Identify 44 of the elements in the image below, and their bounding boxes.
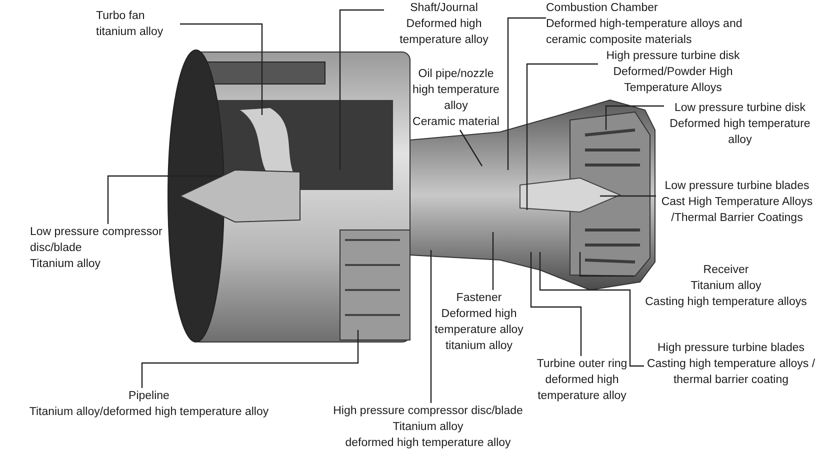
material-label: Deformed/Powder High Temperature Alloys — [612, 65, 734, 96]
leader-line — [526, 63, 598, 210]
material-label: titanium alloy — [96, 25, 164, 40]
part-name: Oil pipe/nozzle — [417, 67, 495, 82]
material-label: Casting high temperature alloys — [644, 295, 808, 310]
part-name: Combustion Chamber — [546, 1, 659, 16]
material-label: Deformed high temperature alloy — [668, 117, 812, 148]
leader-line — [141, 330, 359, 388]
leader-line — [339, 9, 384, 170]
part-name: Pipeline — [128, 389, 170, 404]
part-name: Low pressure turbine blades — [664, 179, 810, 194]
material-label: titanium alloy — [444, 339, 514, 354]
leader-line — [605, 105, 664, 130]
leader-line — [539, 252, 644, 367]
part-name: Turbine outer ring — [536, 357, 628, 372]
material-label: Titanium alloy — [690, 279, 762, 294]
part-name: High pressure turbine blades — [656, 341, 806, 356]
material-label: Deformed high-temperature alloys and ceramic composite materials — [546, 17, 744, 48]
material-label: Ceramic material — [412, 115, 500, 130]
part-name: Low pressure compressor disc/blade — [30, 225, 164, 256]
leader-line — [530, 252, 582, 356]
leader-line — [507, 17, 546, 170]
leader-line — [180, 23, 263, 115]
leader-line — [492, 232, 494, 290]
part-name: Turbo fan — [96, 9, 146, 24]
leader-line — [600, 195, 656, 197]
part-name: Fastener — [455, 291, 503, 306]
material-label: high temperature alloy — [412, 83, 500, 114]
material-label: Titanium alloy — [30, 257, 102, 272]
material-label: Deformed high temperature alloy — [398, 17, 490, 48]
part-name: High pressure turbine disk — [605, 49, 741, 64]
material-label: Cast High Temperature Alloys /Thermal Barrier Coatings — [660, 195, 814, 226]
material-label: Titanium alloy — [392, 420, 464, 435]
material-label: deformed high temperature alloy — [344, 436, 512, 451]
leader-line — [430, 250, 432, 403]
part-name: High pressure compressor disc/blade — [332, 404, 524, 419]
part-name: Shaft/Journal — [409, 1, 479, 16]
part-name: Receiver — [702, 263, 750, 278]
part-name: Low pressure turbine disk — [673, 101, 807, 116]
material-label: Casting high temperature alloys / thermal barrier coating — [646, 357, 816, 388]
material-label: Titanium alloy/deformed high temperature alloy — [28, 405, 270, 420]
leader-line — [579, 252, 634, 277]
leader-line — [107, 175, 222, 224]
material-label: deformed high temperature alloy — [536, 373, 628, 404]
